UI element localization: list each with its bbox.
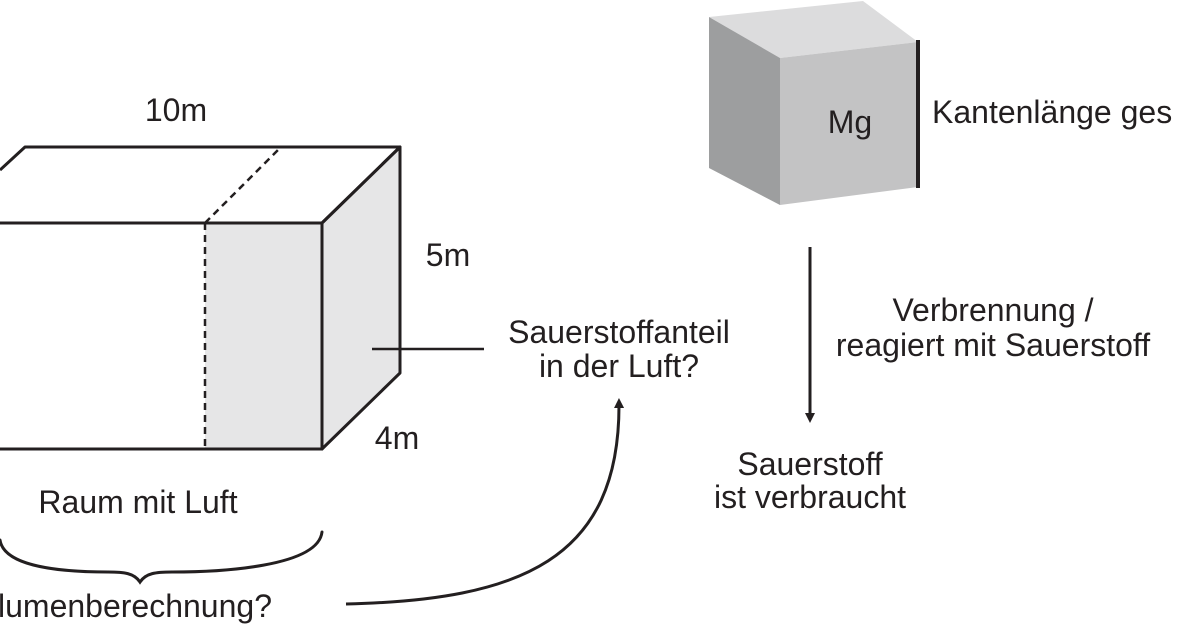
reaction-process-line2: reagiert mit Sauerstoff (836, 327, 1150, 363)
room-height-label: 5m (426, 237, 470, 273)
volume-brace (0, 530, 324, 585)
volume-question: lumenberechnung? (0, 588, 272, 624)
room-caption: Raum mit Luft (38, 484, 237, 520)
volume-to-oxygen-arrow (345, 398, 625, 606)
room-front-edges (0, 223, 324, 451)
mg-cube (709, 1, 920, 205)
mg-cube-top-face (709, 1, 918, 58)
mg-cube-left-face (709, 17, 780, 205)
mg-element-label: Mg (828, 104, 872, 140)
room-length-label: 10m (145, 92, 207, 128)
oxygen-question-line2: in der Luft? (539, 348, 699, 384)
mg-cube-front-face (780, 42, 918, 205)
reaction-result-line2: ist verbraucht (714, 479, 906, 515)
room-divider-top (204, 146, 282, 224)
room-box (0, 145, 484, 451)
room-depth-label: 4m (375, 420, 419, 456)
mg-edge-length-label: Kantenlänge ges (932, 94, 1172, 130)
room-shaded-front (205, 223, 322, 449)
room-top-edges (0, 145, 402, 225)
reaction-process-line1: Verbrennung / (892, 292, 1093, 328)
room-side-face (320, 145, 402, 451)
reaction-result-line1: Sauerstoff (737, 446, 882, 482)
oxygen-question-line1: Sauerstoffanteil (508, 314, 730, 350)
